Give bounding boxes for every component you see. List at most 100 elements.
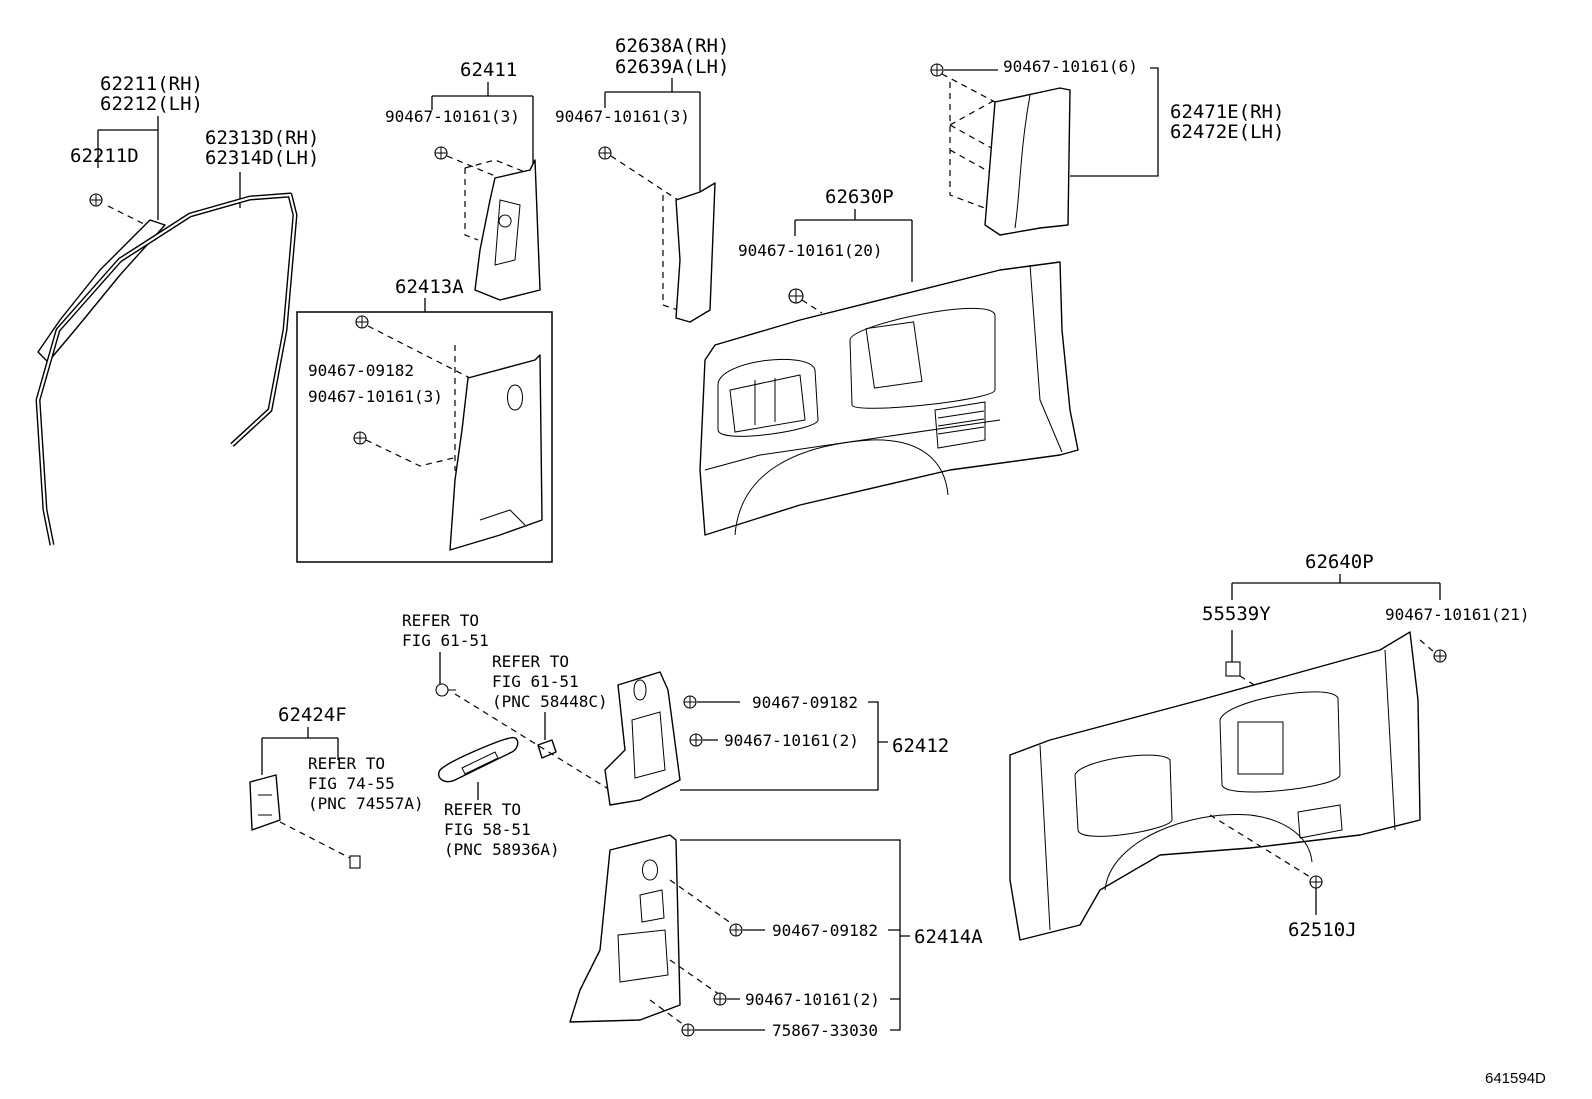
leader-62414A-clips — [695, 929, 765, 1031]
cover-62424F-group: 62424F REFER TO FIG 74-55 (PNC 74557A) — [249, 704, 424, 869]
label-ref6151b-1: REFER TO — [492, 652, 569, 671]
dash-62640P — [1239, 639, 1435, 696]
label-62414-clip-b: 90467-10161(2) — [745, 990, 880, 1009]
quarter-trim-panel-62630P — [699, 261, 1079, 536]
dash-ref-group — [454, 693, 611, 791]
label-62411-clip: 90467-10161(3) — [385, 107, 520, 126]
label-55539Y: 55539Y — [1202, 603, 1271, 625]
pillar-garnish-62413A — [449, 354, 543, 551]
label-62639A: 62639A(LH) — [615, 56, 729, 78]
clip-62414A-c-icon — [681, 1023, 695, 1037]
quarter-trim-62640P-group: 62640P 55539Y 90467-10161(21) 62510J — [1009, 551, 1530, 941]
label-62472E: 62472E(LH) — [1170, 121, 1284, 143]
clip-62638-icon — [598, 146, 612, 160]
leader-62412 — [680, 701, 888, 791]
label-62640-clip: 90467-10161(21) — [1385, 605, 1530, 624]
weatherstrip-group: 62313D(RH) 62314D(LH) — [35, 127, 319, 546]
dash-62414A — [649, 879, 736, 1029]
dash-62411 — [446, 155, 526, 241]
door-weatherstrip — [35, 192, 298, 546]
figure-id: 641594D — [1485, 1070, 1546, 1087]
label-ref7455-1: REFER TO — [308, 754, 385, 773]
clip-62413A-top-icon — [355, 315, 369, 329]
pillar-garnish-62414A-group: 90467-09182 90467-10161(2) 75867-33030 6… — [569, 834, 983, 1040]
label-62471E: 62471E(RH) — [1170, 101, 1284, 123]
clip-62414A-b-icon — [713, 992, 727, 1006]
label-62414A: 62414A — [914, 926, 983, 948]
a-pillar-garnish-group: 62211(RH) 62212(LH) 62211D — [37, 73, 203, 363]
label-62412: 62412 — [892, 735, 949, 757]
pillar-garnish-62412-group: 90467-09182 90467-10161(2) 62412 — [604, 671, 949, 806]
pillar-garnish-62413A-group: 62413A 90467-09182 90467-10161(3) — [296, 276, 553, 563]
label-62638A: 62638A(RH) — [615, 35, 729, 57]
dash-62510J — [1209, 814, 1316, 881]
pillar-garnish-62411 — [474, 159, 541, 301]
cover-62424F — [249, 774, 281, 831]
leader-62638A — [604, 78, 701, 200]
label-ref6151a-2: FIG 61-51 — [402, 631, 489, 650]
pillar-garnish-62411-group: 62411 90467-10161(3) — [385, 59, 541, 301]
clip-62471-icon — [930, 63, 944, 77]
label-62640P: 62640P — [1305, 551, 1374, 573]
dash-62630 — [801, 299, 823, 314]
label-62630-clip: 90467-10161(20) — [738, 241, 883, 260]
label-62211D: 62211D — [70, 145, 139, 167]
leader-62211 — [97, 116, 159, 220]
label-ref6151b-2: FIG 61-51 — [492, 672, 579, 691]
label-ref7455-2: FIG 74-55 — [308, 774, 395, 793]
label-62414-clip-c: 75867-33030 — [772, 1021, 878, 1040]
label-62412-clip-a: 90467-09182 — [752, 693, 858, 712]
leader-62630P — [794, 209, 913, 282]
refer-group: REFER TO FIG 61-51 REFER TO FIG 61-51 (P… — [402, 611, 611, 859]
label-ref6151a-1: REFER TO — [402, 611, 479, 630]
dash-62424F — [279, 821, 351, 859]
clip-62640-icon — [1433, 649, 1447, 663]
bolt-ref6151a-icon — [435, 683, 456, 697]
dash-62638A — [610, 155, 679, 311]
leader-62424F — [261, 727, 339, 775]
label-62471-clip: 90467-10161(6) — [1003, 57, 1138, 76]
pillar-garnish-62471E — [984, 87, 1071, 236]
clip-62211D-icon — [89, 193, 103, 207]
detail-box-62413A — [296, 311, 553, 563]
quarter-trim-panel-62640P — [1009, 631, 1421, 941]
leader-62414A — [680, 839, 910, 1031]
dash-62211D — [107, 205, 153, 229]
dash-62471E — [941, 73, 996, 211]
clip-62412-a-icon — [683, 695, 697, 709]
label-62414-clip-a: 90467-09182 — [772, 921, 878, 940]
clip-62510J-icon — [1309, 875, 1323, 889]
label-ref5851-2: FIG 58-51 — [444, 820, 531, 839]
label-62510J: 62510J — [1288, 919, 1357, 941]
leader-62471E — [944, 67, 1159, 177]
label-62313D: 62313D(RH) — [205, 127, 319, 149]
clip-55539Y-icon — [1225, 661, 1241, 677]
label-62413A-clip-a: 90467-09182 — [308, 361, 414, 380]
clip-62412-b-icon — [689, 733, 703, 747]
clip-62413A-bottom-icon — [353, 431, 367, 445]
label-ref5851-1: REFER TO — [444, 800, 521, 819]
pillar-garnish-62638A-group: 62638A(RH) 62639A(LH) 90467-10161(3) — [555, 35, 729, 323]
label-62314D: 62314D(LH) — [205, 147, 319, 169]
label-62413A: 62413A — [395, 276, 464, 298]
label-62412-clip-b: 90467-10161(2) — [724, 731, 859, 750]
label-62424F: 62424F — [278, 704, 347, 726]
label-ref7455-3: (PNC 74557A) — [308, 794, 424, 813]
leader-62412-clips — [697, 701, 740, 741]
label-62630P: 62630P — [825, 186, 894, 208]
leader-62411 — [431, 82, 534, 172]
leader-62640P — [1231, 574, 1441, 600]
quarter-trim-62630P-group: 62630P 90467-10161(20) — [699, 186, 1079, 536]
label-ref6151b-3: (PNC 58448C) — [492, 692, 608, 711]
pillar-garnish-62412 — [604, 671, 681, 806]
label-62638-clip: 90467-10161(3) — [555, 107, 690, 126]
pillar-garnish-62414A — [569, 834, 681, 1023]
label-62411: 62411 — [460, 59, 517, 81]
clip-62411-icon — [434, 146, 448, 160]
pillar-garnish-62638A — [675, 182, 716, 323]
clip-62424F-icon — [349, 855, 361, 869]
label-ref5851-3: (PNC 58936A) — [444, 840, 560, 859]
pillar-garnish-62471E-group: 90467-10161(6) 62471E(RH) 62472E(LH) — [930, 57, 1284, 236]
clip-62630-icon — [788, 288, 804, 304]
